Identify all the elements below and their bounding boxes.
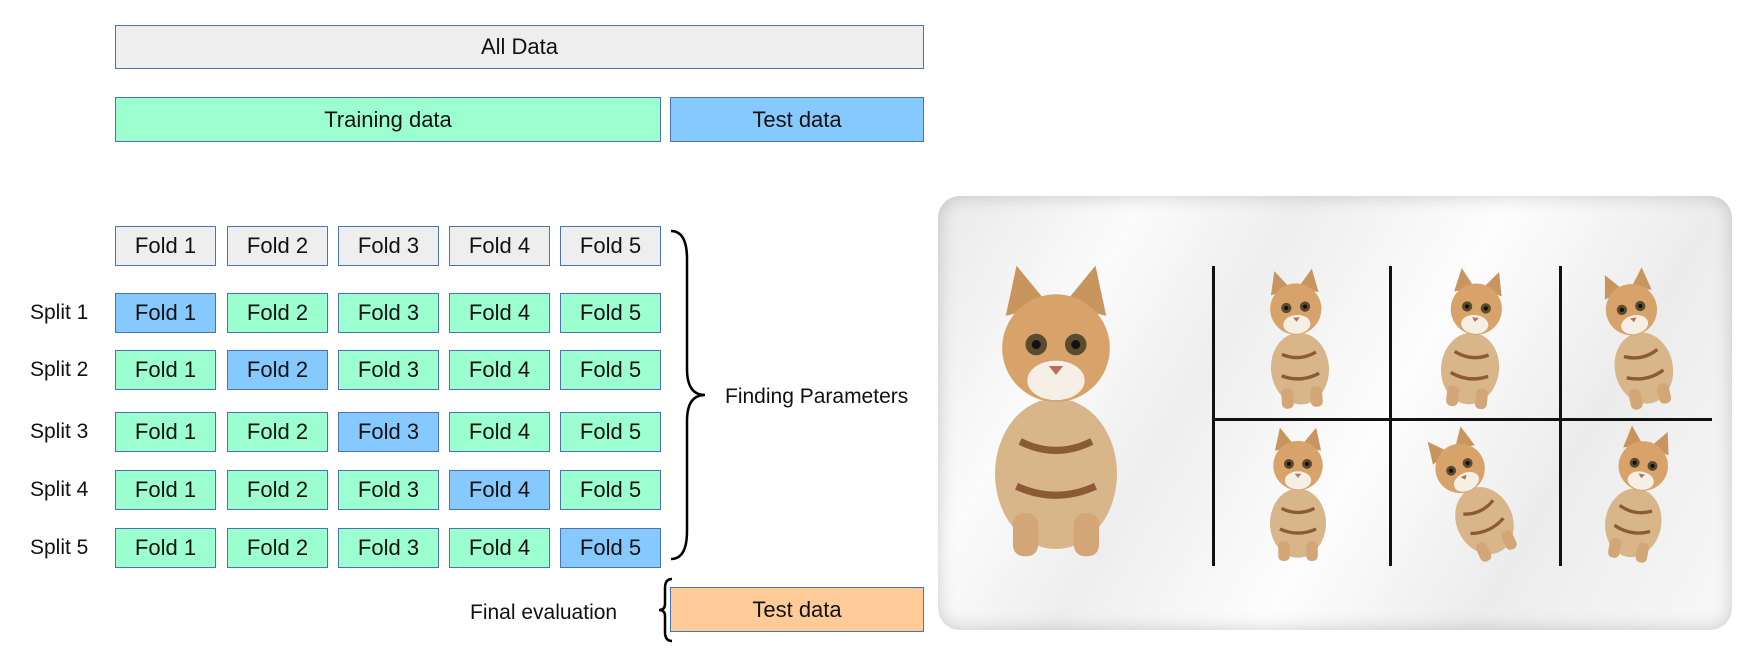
training-fold-box: Fold 1	[115, 350, 216, 390]
split-label: Split 1	[30, 301, 89, 324]
augmented-kitten-image	[1417, 420, 1528, 569]
training-fold-box: Fold 1	[115, 528, 216, 568]
training-fold-box: Fold 3	[338, 528, 439, 568]
training-fold-box: Fold 4	[449, 528, 550, 568]
training-data-bar: Training data	[115, 97, 661, 142]
split-label: Split 3	[30, 420, 89, 443]
augmented-kitten-image	[1593, 263, 1683, 415]
training-fold-box: Fold 1	[115, 470, 216, 510]
training-fold-box: Fold 5	[560, 293, 661, 333]
validation-fold-box: Fold 2	[227, 350, 328, 390]
split-label: Split 2	[30, 358, 89, 381]
grid-divider	[1389, 266, 1392, 566]
training-fold-box: Fold 1	[115, 412, 216, 452]
data-augmentation-panel	[938, 196, 1732, 630]
training-fold-box: Fold 2	[227, 293, 328, 333]
training-fold-box: Fold 5	[560, 412, 661, 452]
original-kitten-image	[946, 262, 1166, 567]
finding-parameters-brace	[670, 229, 706, 561]
training-fold-box: Fold 3	[338, 293, 439, 333]
final-evaluation-label: Final evaluation	[470, 601, 618, 624]
training-fold-box: Fold 3	[338, 470, 439, 510]
augmented-kitten-image	[1597, 422, 1680, 567]
training-fold-box: Fold 4	[449, 293, 550, 333]
test-data-bar: Test data	[670, 97, 924, 142]
augmented-kitten-image	[1435, 265, 1511, 413]
training-fold-box: Fold 5	[560, 350, 661, 390]
validation-fold-box: Fold 4	[449, 470, 550, 510]
validation-fold-box: Fold 5	[560, 528, 661, 568]
grid-divider	[1559, 266, 1562, 566]
fold-header-box: Fold 3	[338, 226, 439, 266]
augmented-kitten-image	[1262, 266, 1334, 412]
fold-header-box: Fold 5	[560, 226, 661, 266]
augmented-kitten-image	[1268, 426, 1328, 563]
training-fold-box: Fold 3	[338, 350, 439, 390]
training-fold-box: Fold 2	[227, 412, 328, 452]
split-label: Split 4	[30, 478, 89, 501]
training-fold-box: Fold 4	[449, 350, 550, 390]
training-fold-box: Fold 2	[227, 528, 328, 568]
grid-divider	[1212, 266, 1215, 566]
grid-divider	[1212, 418, 1712, 421]
fold-header-box: Fold 2	[227, 226, 328, 266]
validation-fold-box: Fold 1	[115, 293, 216, 333]
all-data-bar: All Data	[115, 25, 924, 69]
training-fold-box: Fold 4	[449, 412, 550, 452]
training-fold-box: Fold 2	[227, 470, 328, 510]
fold-header-box: Fold 1	[115, 226, 216, 266]
fold-header-box: Fold 4	[449, 226, 550, 266]
finding-parameters-label: Finding Parameters	[725, 385, 909, 408]
split-label: Split 5	[30, 536, 89, 559]
training-fold-box: Fold 5	[560, 470, 661, 510]
final-evaluation-brace	[658, 577, 673, 643]
final-test-data-bar: Test data	[670, 587, 924, 632]
validation-fold-box: Fold 3	[338, 412, 439, 452]
